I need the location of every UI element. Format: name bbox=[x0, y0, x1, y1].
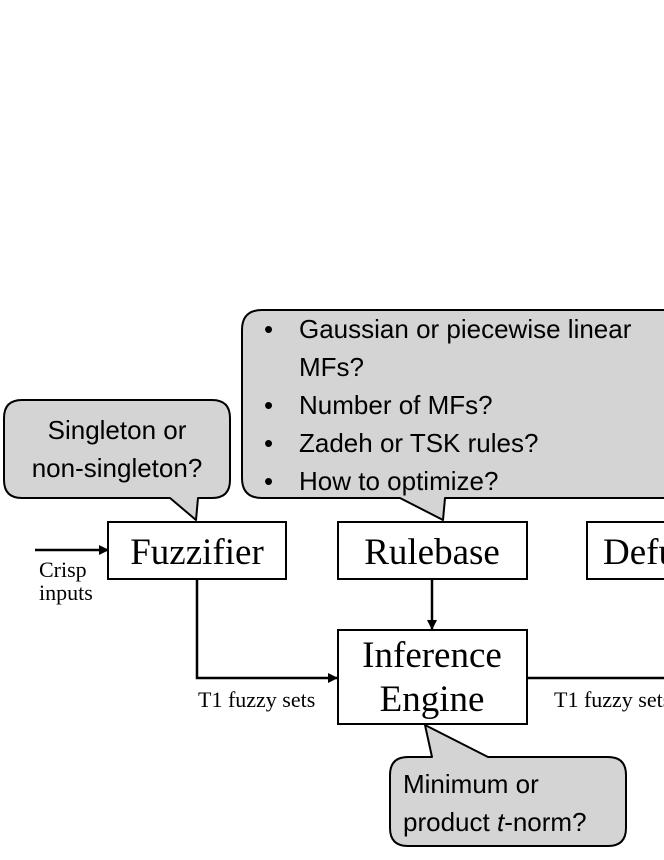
rulebase-callout-item-3: Zadeh or TSK rules? bbox=[299, 428, 538, 458]
defuzzifier-block: Defuzzifier bbox=[586, 521, 664, 580]
rulebase-label: Rulebase bbox=[364, 532, 500, 573]
rulebase-callout-bullet-2: • bbox=[264, 390, 273, 420]
rulebase-callout-item-1-cont: MFs? bbox=[299, 352, 364, 382]
rulebase-callout-item-4: How to optimize? bbox=[299, 466, 498, 496]
inference-engine-block: Inference Engine bbox=[337, 629, 528, 725]
inference-callout: Minimum or product t-norm? bbox=[389, 724, 627, 847]
inference-label-line-2: Engine bbox=[380, 679, 485, 720]
connections bbox=[35, 545, 664, 683]
fuzzifier-block: Fuzzifier bbox=[107, 521, 287, 580]
crisp-inputs-label-line-2: inputs bbox=[39, 580, 93, 605]
rulebase-callout-item-2: Number of MFs? bbox=[299, 390, 493, 420]
defuzzifier-label: Defuzzifier bbox=[603, 532, 664, 573]
t1-fuzzy-sets-right-label: T1 fuzzy sets bbox=[554, 687, 664, 712]
crisp-inputs-label-line-1: Crisp bbox=[39, 557, 87, 582]
inference-callout-line-1: Minimum or bbox=[403, 769, 539, 799]
rulebase-callout-bullet-1: • bbox=[264, 314, 273, 344]
fuzzifier-callout-line-2: non-singleton? bbox=[32, 453, 203, 483]
rulebase-callout-bullet-4: • bbox=[264, 466, 273, 496]
rulebase-callout-item-1: Gaussian or piecewise linear bbox=[299, 314, 632, 344]
inference-callout-line-2: product t-norm? bbox=[403, 807, 587, 837]
fuzzifier-to-inference-arrow bbox=[195, 580, 338, 683]
t1-fuzzy-sets-left-label: T1 fuzzy sets bbox=[198, 687, 315, 712]
rulebase-block: Rulebase bbox=[337, 521, 528, 580]
rulebase-callout: • Gaussian or piecewise linear MFs? • Nu… bbox=[241, 309, 664, 521]
fuzzifier-callout: Singleton or non-singleton? bbox=[3, 399, 231, 521]
rulebase-callout-bullet-3: • bbox=[264, 428, 273, 458]
inference-label-line-1: Inference bbox=[362, 635, 502, 676]
fuzzifier-callout-line-1: Singleton or bbox=[48, 415, 187, 445]
fuzzifier-label: Fuzzifier bbox=[130, 532, 264, 573]
